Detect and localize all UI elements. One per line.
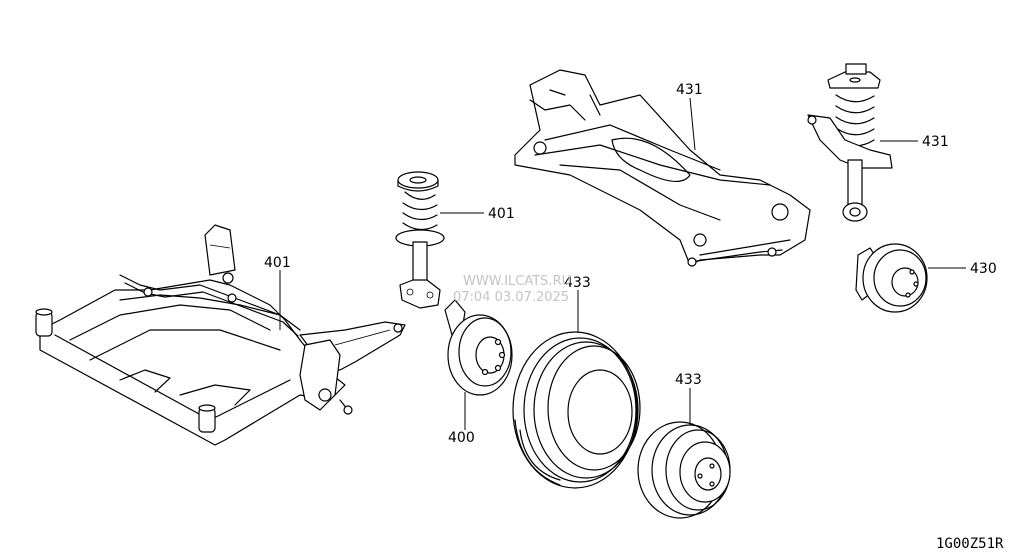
label-430-rear-hub: 430 [970,261,997,277]
label-431-rear-strut: 431 [922,134,949,150]
label-401-front-strut: 401 [488,206,515,222]
wheel-part[interactable] [637,388,731,519]
watermark-date: 07:04 03.07.2025 [453,290,569,305]
watermark-site: WWW.ILCATS.RU [463,274,571,289]
label-431-rear-subframe: 431 [676,82,703,98]
label-401-front-subframe: 401 [264,255,291,271]
diagram-code: 1G00Z51R [936,536,1004,552]
label-400-front-hub: 400 [448,430,475,446]
front-subframe-part[interactable] [35,224,406,446]
front-hub-part[interactable] [444,299,513,430]
label-433-wheel: 433 [675,372,702,388]
rear-subframe-part[interactable] [514,69,811,267]
tire-part[interactable] [512,290,641,489]
front-strut-part[interactable] [395,171,484,309]
rear-hub-part[interactable] [855,243,966,313]
rear-strut-part[interactable] [807,63,918,222]
label-433-tire: 433 [564,275,591,291]
